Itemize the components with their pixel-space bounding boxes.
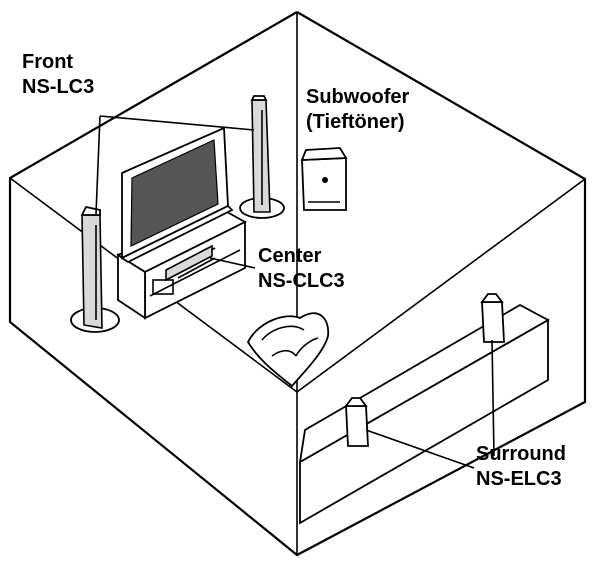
label-front: Front NS-LC3: [22, 51, 94, 98]
label-subwoofer: Subwoofer (Tieftöner): [306, 86, 410, 133]
label-center: Center NS-CLC3: [258, 245, 345, 292]
subwoofer: [300, 147, 348, 211]
center-label-line1: Center: [258, 245, 322, 267]
surround-speaker-left: [344, 397, 369, 447]
front-left-speaker: [70, 205, 120, 333]
front-right-speaker: [239, 95, 285, 219]
center-speaker: [165, 244, 213, 282]
subwoofer-label-line2: (Tieftöner): [306, 111, 405, 133]
leader-lines: [95, 115, 495, 469]
tv-stand: [116, 205, 247, 320]
surround-label-line1: Surround: [476, 443, 566, 465]
tv: [120, 126, 234, 264]
surround-label-line2: NS-ELC3: [476, 468, 562, 490]
center-label-line2: NS-CLC3: [258, 270, 345, 292]
front-label-line2: NS-LC3: [22, 76, 94, 98]
subwoofer-label-line1: Subwoofer: [306, 86, 410, 108]
front-label-line1: Front: [22, 51, 73, 73]
surround-speaker-right: [480, 293, 505, 343]
sofa: [246, 312, 330, 388]
surround-bench: [298, 303, 550, 525]
label-surround: Surround NS-ELC3: [476, 443, 566, 490]
